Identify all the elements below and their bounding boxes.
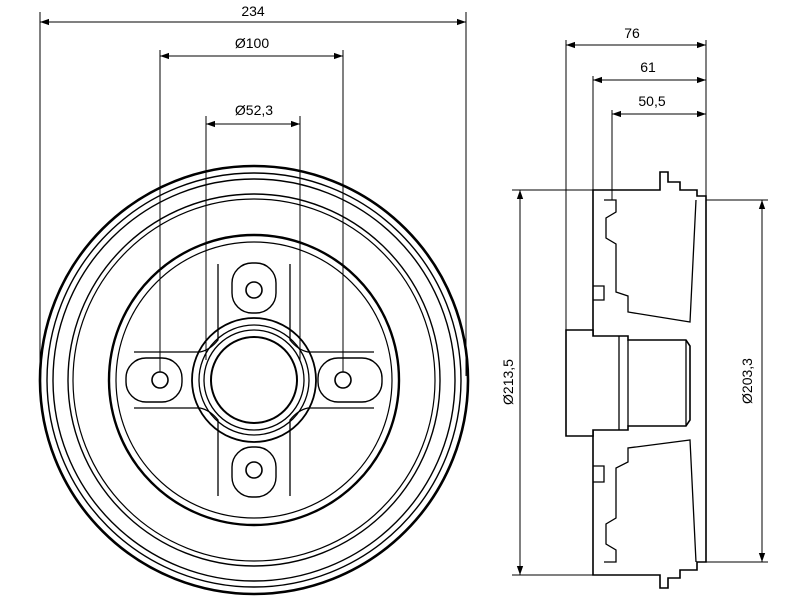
dim-text-outer-diameter: Ø213,5 (500, 359, 516, 405)
drum-outer-ring (38, 164, 470, 596)
bolt-hole-right (334, 371, 352, 389)
dim-text-overall-diameter: 234 (241, 3, 265, 19)
bolt-boss-top (231, 262, 277, 314)
dim-text-total-height: 76 (624, 25, 640, 41)
bolt-hole-bottom (245, 461, 263, 479)
drum-ring-2 (46, 172, 462, 588)
center-bore (210, 336, 298, 424)
spoke-window-bottom-left (134, 407, 219, 496)
dim-text-bolt-circle: Ø100 (235, 35, 269, 51)
bolt-boss-right (317, 357, 383, 403)
bolt-boss-bottom (231, 446, 277, 498)
spoke-window-top-left (134, 264, 219, 353)
side-inner-rim-upper (604, 199, 697, 323)
dim-text-inner-diameter: Ø203,3 (739, 358, 755, 404)
dim-text-height-3: 50,5 (638, 93, 665, 109)
spoke-window-top-right (289, 264, 374, 353)
bolt-hole-top (245, 281, 263, 299)
side-extension-lines (512, 40, 768, 576)
side-flange-lower (593, 465, 605, 483)
hub-inner-ring (115, 241, 393, 519)
front-dimension-lines (40, 18, 466, 128)
front-extension-lines (39, 12, 467, 376)
bolt-hole-left (151, 371, 169, 389)
dim-text-center-bore: Ø52,3 (235, 102, 273, 118)
spoke-window-bottom-right (289, 407, 374, 496)
drum-ring-5 (72, 198, 436, 562)
side-inner-rim-lower (604, 439, 697, 563)
side-dimension-lines (516, 41, 766, 575)
side-flange-upper (593, 285, 605, 301)
dim-text-height-2: 61 (640, 59, 656, 75)
drum-ring-3 (52, 178, 456, 582)
hub-outer-ring (107, 233, 401, 527)
bolt-boss-left (125, 357, 183, 403)
side-hub-grooves (618, 336, 687, 430)
drum-ring-4 (67, 193, 441, 567)
front-view: 234 Ø100 Ø52,3 (38, 3, 470, 596)
center-hub-outer (191, 317, 317, 443)
side-view: 76 61 50,5 Ø213,5 Ø203,3 (500, 25, 768, 589)
center-hub-ring-2 (203, 329, 305, 431)
bolt-bosses (125, 262, 383, 498)
center-hub-ring (198, 324, 310, 436)
